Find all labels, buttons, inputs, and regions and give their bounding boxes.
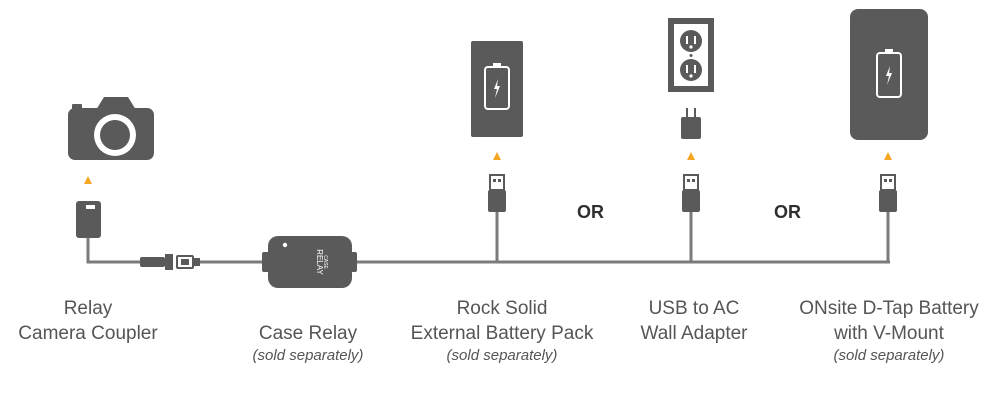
coupler-battery-icon <box>76 201 101 238</box>
case-relay-device: CASE RELAY <box>262 236 357 288</box>
label-usb-ac: USB to AC Wall Adapter <box>614 296 774 346</box>
label-onsite: ONsite D-Tap Battery with V-Mount (sold … <box>780 296 998 366</box>
barrel-connector-icon <box>140 254 200 270</box>
battery-pack-arrow <box>493 152 501 160</box>
label-onsite-sub: (sold separately) <box>833 347 945 364</box>
battery-pack-device <box>471 41 523 137</box>
usb-plug-icon <box>879 174 897 212</box>
or-label: OR <box>774 202 801 222</box>
usb-plug-icon <box>488 174 506 212</box>
label-case-relay-line1: Case Relay <box>258 323 358 344</box>
label-case-relay-sub: (sold separately) <box>252 347 364 364</box>
dtap-battery-device <box>850 9 928 140</box>
relay-logo-relay: RELAY <box>315 249 324 275</box>
label-rock-solid-line1: Rock Solid <box>456 298 548 319</box>
coupler-arrow <box>84 176 92 184</box>
dtap-arrow <box>884 152 892 160</box>
label-coupler: Relay Camera Coupler <box>0 296 176 346</box>
label-usb-ac-line1: USB to AC <box>648 298 740 319</box>
or-label: OR <box>577 202 604 222</box>
label-onsite-line1: ONsite D-Tap Battery <box>799 298 979 319</box>
label-rock-solid: Rock Solid External Battery Pack (sold s… <box>392 296 612 366</box>
label-onsite-line2: with V-Mount <box>834 323 944 344</box>
label-coupler-line1: Relay <box>63 298 113 319</box>
label-usb-ac-line2: Wall Adapter <box>640 323 748 344</box>
wall-adapter-icon <box>681 108 701 139</box>
coupler-cable <box>86 238 140 264</box>
camera-icon <box>68 97 154 160</box>
wall-adapter-arrow <box>687 152 695 160</box>
relay-logo-case: CASE <box>322 255 328 269</box>
label-case-relay: Case Relay (sold separately) <box>228 321 388 366</box>
usb-plug-icon <box>682 174 700 212</box>
label-rock-solid-sub: (sold separately) <box>446 347 558 364</box>
label-coupler-line2: Camera Coupler <box>18 323 158 344</box>
wall-outlet-icon <box>668 18 714 92</box>
label-rock-solid-line2: External Battery Pack <box>410 323 594 344</box>
